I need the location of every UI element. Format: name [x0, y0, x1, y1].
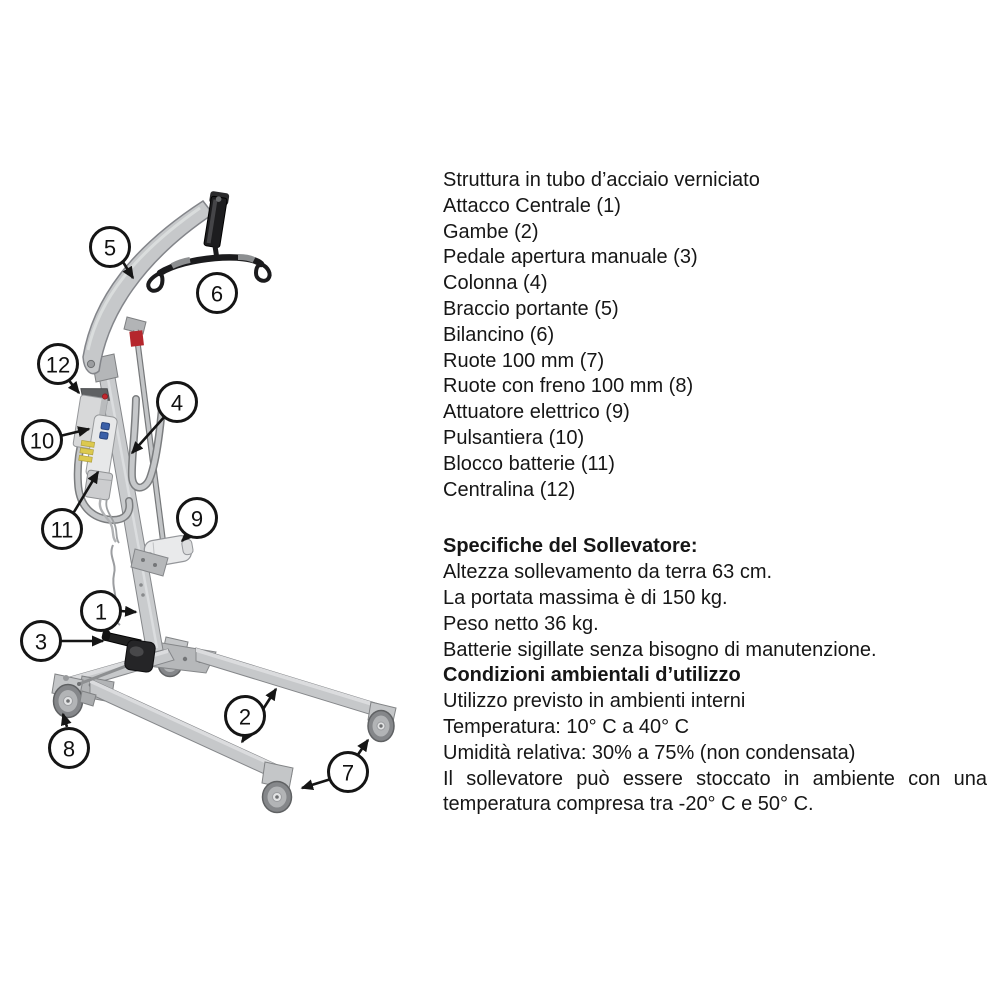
callout-7: 7 — [327, 751, 369, 793]
specs-heading: Specifiche del Sollevatore: — [443, 535, 698, 558]
central-attachment — [203, 191, 230, 249]
condition-line-temperature: Temperatura: 10° C a 40° C — [443, 715, 690, 738]
conditions-heading: Condizioni ambientali d’utilizzo — [443, 664, 741, 687]
spec-line-weight: Peso netto 36 kg. — [443, 612, 599, 635]
sling-hook-right — [254, 262, 272, 283]
spec-line-capacity: La portata massima è di 150 kg. — [443, 586, 728, 609]
callout-1: 1 — [80, 590, 122, 632]
part-item-1: Attacco Centrale (1) — [443, 194, 621, 217]
svg-text:8: 8 — [63, 737, 75, 762]
right-caster — [367, 701, 397, 743]
spec-line-height: Altezza sollevamento da terra 63 cm. — [443, 561, 773, 584]
storage-line-2: temperatura compresa tra -20° C e 50° C. — [443, 793, 814, 816]
callout-circles: 1 2 3 4 5 6 7 — [20, 226, 369, 793]
arrow-1 — [119, 605, 138, 617]
part-item-10: Pulsantiera (10) — [443, 426, 585, 449]
condition-line-indoor: Utilizzo previsto in ambienti interni — [443, 690, 746, 713]
base-frame — [51, 636, 397, 814]
svg-text:6: 6 — [211, 282, 223, 307]
callout-4: 4 — [156, 381, 198, 423]
part-item-7: Ruote 100 mm (7) — [443, 349, 605, 372]
svg-text:3: 3 — [35, 630, 47, 655]
parts-list: Struttura in tubo d’acciaio verniciato A… — [443, 168, 987, 503]
part-item-11: Blocco batterie (11) — [443, 452, 615, 475]
actuator-motor — [130, 535, 194, 577]
callout-3: 3 — [20, 620, 62, 662]
part-item-3: Pedale apertura manuale (3) — [443, 246, 698, 269]
emergency-dot — [101, 393, 108, 400]
part-item-5: Braccio portante (5) — [443, 297, 619, 320]
part-item-8: Ruote con freno 100 mm (8) — [443, 375, 694, 398]
svg-text:10: 10 — [30, 429, 54, 454]
part-item-2: Gambe (2) — [443, 220, 539, 243]
callout-6: 6 — [196, 272, 238, 314]
svg-text:2: 2 — [239, 705, 251, 730]
callout-11: 11 — [41, 508, 83, 550]
svg-text:4: 4 — [171, 391, 183, 416]
arrow-7-front — [300, 777, 332, 790]
condition-line-humidity: Umidità relativa: 30% a 75% (non condens… — [443, 741, 856, 764]
leg-near — [78, 675, 293, 788]
front-caster — [261, 761, 294, 814]
parts-intro: Struttura in tubo d’acciaio verniciato — [443, 169, 760, 191]
control-stack — [72, 388, 118, 501]
svg-text:1: 1 — [95, 600, 107, 625]
svg-text:7: 7 — [342, 761, 354, 786]
up-button — [100, 422, 111, 431]
red-band — [129, 330, 144, 347]
svg-text:11: 11 — [51, 518, 74, 543]
part-item-6: Bilancino (6) — [443, 323, 555, 346]
callout-10: 10 — [21, 419, 63, 461]
callout-9: 9 — [176, 497, 218, 539]
battery-pack — [84, 469, 114, 501]
arrow-10 — [59, 426, 91, 438]
svg-text:12: 12 — [46, 353, 70, 378]
sling-hook-left — [146, 271, 165, 293]
svg-text:5: 5 — [104, 236, 116, 261]
part-item-9: Attuatore elettrico (9) — [443, 401, 630, 424]
actuator-rod — [123, 316, 166, 542]
down-button — [99, 431, 109, 440]
arrow-11 — [72, 470, 100, 513]
callout-12: 12 — [37, 343, 79, 385]
part-item-12: Centralina (12) — [443, 478, 576, 501]
storage-line-1: Il sollevatore può essere stoccato in am… — [443, 767, 987, 790]
rear-near-brake-caster — [51, 673, 97, 719]
callout-2: 2 — [224, 695, 266, 737]
callout-8: 8 — [48, 727, 90, 769]
description-column: Struttura in tubo d’acciaio verniciato A… — [443, 168, 987, 818]
callout-arrows — [59, 261, 370, 790]
callout-5: 5 — [89, 226, 131, 268]
specs-section: Specifiche del Sollevatore: Altezza soll… — [443, 534, 987, 818]
arrow-4 — [130, 414, 167, 455]
arrow-5 — [121, 261, 135, 280]
patient-lift-diagram: 1 2 3 4 5 6 7 — [20, 191, 397, 814]
spec-line-batteries: Batterie sigillate senza bisogno di manu… — [443, 638, 877, 661]
spreader-bar — [146, 245, 272, 293]
arrow-8 — [60, 712, 72, 728]
arrow-7-right — [355, 738, 370, 757]
part-item-4: Colonna (4) — [443, 272, 548, 295]
svg-text:9: 9 — [191, 507, 203, 532]
